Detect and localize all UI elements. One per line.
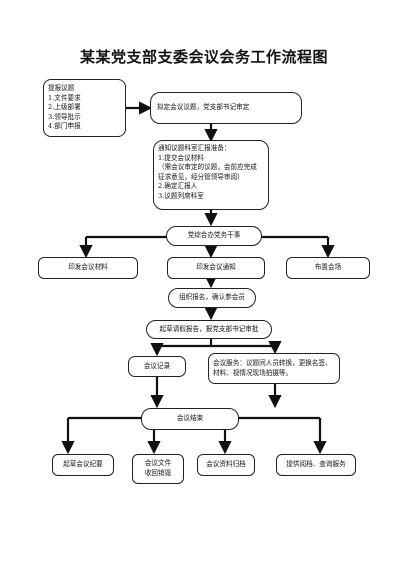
meeting-record-label: 会议记录 [143,361,171,370]
text-line: 征求意见，经分管领导审阅） [158,172,244,181]
draft-topic-box: 拟定会议议题，党支部书记审定 [150,92,302,124]
leave-report-box: 起草请假报告，报党支部书记审批 [146,320,272,339]
notify-lines: 通知议题科室汇报准备：1.提交会议材料（需会议审定的议题，会前应完成征求意见，经… [158,144,257,201]
text-line: 4.部门申报 [48,122,81,131]
meeting-service-box: 会议服务：议题间人员转换，更换名签、材料、视情况现场拍摄等。 [208,353,340,384]
leave-report-label: 起草请假报告，报党支部书记审批 [159,324,259,333]
venue-box: 布置会场 [286,257,370,279]
text-line: 通知议题科室汇报准备： [158,144,231,152]
draft-minutes-label: 起草会议纪要 [63,460,103,469]
print-materials-label: 印发会议材料 [68,263,108,272]
text-line: 提报议题 [48,84,75,93]
draft-topic-label: 拟定会议议题，党支部书记审定 [157,103,250,112]
text-line: 2.上级部署 [48,103,81,112]
review-query-label: 提供阅档、查询服务 [286,460,346,469]
text-line: 1.文件要求 [48,93,81,102]
text-line: 会议文件 [144,459,172,468]
meeting-service-label: 会议服务：议题间人员转换，更换名签、材料、视情况现场拍摄等。 [213,358,332,377]
archive-label: 会议资料归档 [206,460,246,469]
meeting-record-box: 会议记录 [128,356,186,377]
draft-minutes-box: 起草会议纪要 [52,454,114,476]
organize-signup-label: 组织报名，确认参会员 [179,293,245,302]
meeting-end-label: 会议结束 [176,414,204,423]
venue-label: 布置会场 [314,263,342,272]
archive-box: 会议资料归档 [197,454,255,476]
recover-files-box: 会议文件收回销毁 [132,454,184,484]
review-query-box: 提供阅档、查询服务 [276,454,356,476]
text-line: 3.领导批示 [48,112,81,121]
recover-files-lines: 会议文件收回销毁 [145,459,171,478]
text-line: 1.提交会议材料 [158,153,204,162]
notify-box: 通知议题科室汇报准备：1.提交会议材料（需会议审定的议题，会前应完成征求意见，经… [153,140,269,210]
text-line: （需会议审定的议题，会前应完成 [158,163,257,172]
organize-signup-box: 组织报名，确认参会员 [168,288,256,308]
office-assign-box: 党综合办党务干事 [166,226,262,246]
text-line: 3.议题列席科室 [158,191,204,200]
meeting-end-box: 会议结束 [141,408,239,430]
text-line: 2.确定汇报人 [158,182,198,191]
text-line: 收回销毁 [144,469,172,477]
print-notice-box: 印发会议通知 [167,257,265,279]
print-notice-label: 印发会议通知 [196,263,236,272]
office-assign-label: 党综合办党务干事 [187,231,241,240]
print-materials-box: 印发会议材料 [38,257,138,279]
page-title: 某某党支部支委会议会务工作流程图 [79,48,328,66]
